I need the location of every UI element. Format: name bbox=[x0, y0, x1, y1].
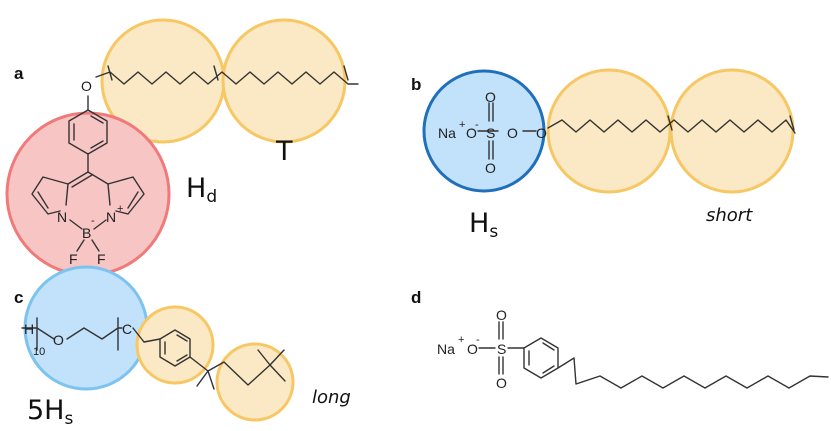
tail-circle-c1 bbox=[135, 305, 215, 385]
peg-chain-c bbox=[21, 317, 145, 351]
tail-circle-b1 bbox=[546, 68, 672, 194]
sodium-ion-b: Na bbox=[438, 125, 456, 141]
oxygen-top-b: O bbox=[485, 89, 496, 105]
oxygen-anion-b: O bbox=[466, 125, 477, 141]
boron-minus-charge: - bbox=[91, 215, 95, 227]
sodium-plus-b: + bbox=[459, 119, 465, 131]
tail-chain-b bbox=[547, 115, 796, 134]
fluorine-right: F bbox=[97, 251, 106, 267]
sulfonate-bonds-d bbox=[478, 321, 525, 375]
carbon-link-c: C bbox=[122, 321, 132, 337]
dodecyl-chain-d bbox=[557, 357, 829, 389]
panel-label-a: a bbox=[14, 64, 24, 83]
boron-atom: B bbox=[82, 225, 91, 241]
head-s-label: Hs bbox=[469, 208, 498, 242]
sulfur-atom-b: S bbox=[486, 125, 495, 141]
octyl-branch-c bbox=[189, 349, 286, 390]
oxygen-anion-d: O bbox=[467, 341, 478, 357]
tail-circle-a2 bbox=[221, 18, 347, 144]
panel-label-d: d bbox=[411, 288, 421, 307]
nitrogen-plus-charge: + bbox=[117, 203, 123, 215]
oxygen-minus-d: - bbox=[476, 334, 480, 346]
head-d-label: Hd bbox=[186, 173, 217, 207]
oxygen-link-b: O bbox=[507, 125, 518, 141]
phenyl-ring-d bbox=[523, 337, 559, 379]
fluorine-left: F bbox=[69, 251, 78, 267]
ether-oxygen-a: O bbox=[81, 78, 92, 94]
sodium-ion-d: Na bbox=[437, 341, 455, 357]
oxygen-bottom-b: O bbox=[485, 160, 496, 176]
nitrogen-left: N bbox=[57, 209, 67, 225]
oxygen-minus-b: - bbox=[475, 119, 479, 131]
panel-label-c: c bbox=[14, 288, 23, 307]
tail-label-T: T bbox=[275, 136, 293, 167]
sulfate-group-b bbox=[477, 102, 537, 160]
phenyl-ring-a bbox=[68, 109, 108, 173]
panel-label-b: b bbox=[411, 75, 421, 94]
head-5s-label: 5Hs bbox=[27, 395, 73, 429]
oxygen-chain-b: O bbox=[536, 125, 547, 141]
hydrogen-terminal-c: H bbox=[24, 321, 34, 337]
sodium-plus-d: + bbox=[458, 334, 464, 346]
sulfur-atom-d: S bbox=[497, 341, 506, 357]
repeat-count-c: 10 bbox=[33, 346, 45, 358]
long-label: long bbox=[312, 387, 351, 408]
bodipy-core bbox=[31, 171, 145, 252]
tail-chain-a bbox=[95, 65, 359, 85]
short-label: short bbox=[706, 205, 753, 226]
oxygen-peg-c: O bbox=[53, 332, 64, 348]
oxygen-bottom-d: O bbox=[496, 375, 507, 391]
oxygen-top-d: O bbox=[496, 307, 507, 323]
tail-circle-c2 bbox=[215, 342, 295, 422]
nitrogen-right: N bbox=[106, 209, 116, 225]
